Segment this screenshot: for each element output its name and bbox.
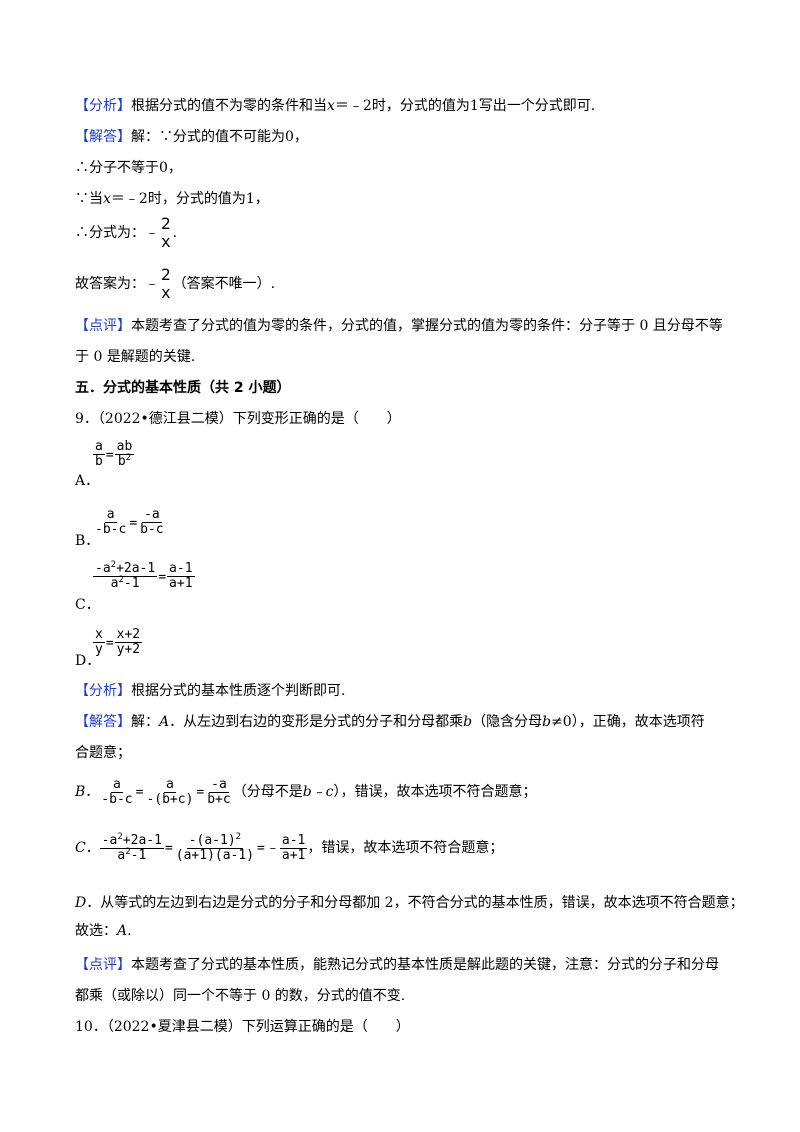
section-title: 五．分式的基本性质（共 2 小题） [75,380,291,396]
option-c-label: C． [75,597,100,613]
analysis-tag: 【分析】 [75,683,131,699]
review-tag: 【点评】 [75,957,131,973]
option-d-label: D． [75,653,101,669]
option-a-label: A． [75,473,100,489]
q8-solution-line1: 【解答】解：∵分式的值不可能为0， [75,129,308,145]
analysis-tag: 【分析】 [75,98,131,114]
q9-review-line1: 【点评】本题考查了分式的基本性质，能熟记分式的基本性质是解此题的关键，注意：分式… [75,957,719,973]
option-b-label: B． [75,533,100,549]
solution-tag: 【解答】 [75,129,131,145]
q9-choice: 故选：A. [75,923,132,939]
solution-tag: 【解答】 [75,714,131,730]
review-tag: 【点评】 [75,318,131,334]
q10-stem: 10．（2022•夏津县二模）下列运算正确的是（ ） [75,1019,410,1035]
q8-review-line1: 【点评】本题考查了分式的值为零的条件，分式的值，掌握分式的值为零的条件：分子等于… [75,318,723,334]
q8-review-line2: 于 0 是解题的关键. [75,349,196,365]
q9-solution-a-cont: 合题意； [75,745,131,761]
q8-solution-line3: ∵当x＝﹣2时，分式的值为1， [75,191,269,207]
q9-solution-a: 【解答】解：A．从左边到右边的变形是分式的分子和分母都乘b（隐含分母b≠0），正… [75,714,705,730]
q9-review-line2: 都乘（或除以）同一个不等于 0 的数，分式的值不变. [75,988,406,1004]
q8-solution-line2: ∴分子不等于0， [75,160,182,176]
q9-solution-d: D．从等式的左边到右边是分式的分子和分母都加 2，不符合分式的基本性质，错误，故… [75,895,744,911]
q9-stem: 9．（2022•德江县二模）下列变形正确的是（ ） [75,411,401,427]
q8-analysis: 【分析】根据分式的值不为零的条件和当x＝﹣2时，分式的值为1写出一个分式即可. [75,98,596,114]
q9-analysis: 【分析】根据分式的基本性质逐个判断即可. [75,683,346,699]
